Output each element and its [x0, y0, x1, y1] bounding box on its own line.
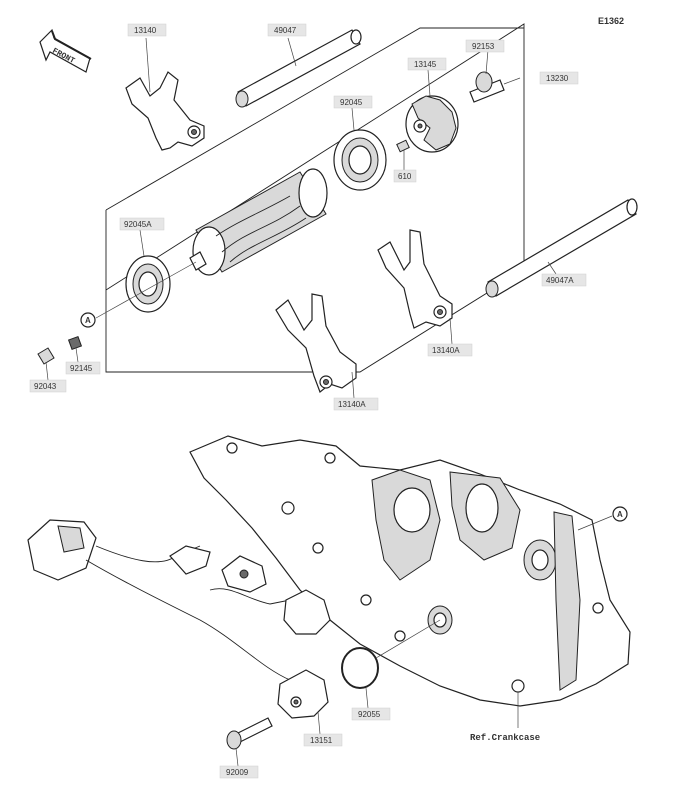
diagram-id: E1362: [598, 16, 624, 26]
shift-rod-49047A: [485, 198, 638, 298]
part-label-13151: 13151: [303, 733, 343, 747]
part-label-610: 610: [393, 169, 417, 183]
part-label-13230: 13230: [539, 71, 579, 85]
o-ring-92055: [341, 619, 441, 709]
plug-92145: [67, 335, 83, 363]
part-label-13140A-right: 13140A: [427, 343, 473, 357]
bearing-92045: [333, 107, 387, 191]
part-label-49047: 49047: [267, 23, 307, 37]
bolt-92153: [469, 49, 521, 103]
shift-fork-13140A-right: [377, 229, 453, 345]
svg-text:13145: 13145: [414, 60, 437, 69]
part-label-92145: 92145: [65, 361, 101, 375]
svg-text:92045: 92045: [340, 98, 363, 107]
pin-610: [396, 139, 410, 170]
svg-text:92055: 92055: [358, 710, 381, 719]
svg-text:610: 610: [398, 172, 412, 181]
drum-cam-13145: [405, 69, 459, 153]
ref-crankcase-label: Ref.Crankcase: [470, 733, 540, 743]
svg-text:92145: 92145: [70, 364, 93, 373]
svg-text:13140A: 13140A: [338, 400, 366, 409]
shift-drum: [189, 168, 328, 276]
part-label-92045A: 92045A: [119, 217, 165, 231]
shift-fork-13140: [125, 37, 205, 151]
wiring-harness: [27, 519, 331, 681]
svg-text:13140A: 13140A: [432, 346, 460, 355]
front-arrow-icon: FRONT: [39, 28, 92, 73]
svg-text:92153: 92153: [472, 42, 495, 51]
part-label-92055: 92055: [351, 707, 391, 721]
sensor-13151: [277, 669, 329, 735]
callout-a-top: A: [80, 261, 197, 328]
svg-text:13140: 13140: [134, 26, 157, 35]
part-label-92045: 92045: [333, 95, 373, 109]
svg-text:13151: 13151: [310, 736, 333, 745]
svg-text:49047: 49047: [274, 26, 297, 35]
shift-fork-13140A-middle: [275, 293, 357, 399]
svg-text:A: A: [617, 510, 623, 519]
svg-text:92009: 92009: [226, 768, 249, 777]
callout-a-bottom: A: [577, 506, 628, 531]
svg-text:92045A: 92045A: [124, 220, 152, 229]
part-label-92043: 92043: [29, 379, 67, 393]
svg-text:13230: 13230: [546, 74, 569, 83]
bolt-92009: [226, 717, 273, 767]
part-label-92009: 92009: [219, 765, 259, 779]
part-label-13140: 13140: [127, 23, 167, 37]
svg-text:A: A: [85, 316, 91, 325]
crankcase: [189, 435, 631, 728]
cap-92043: [37, 347, 55, 381]
part-label-49047A: 49047A: [541, 273, 587, 287]
bearing-92045A: [125, 229, 171, 313]
shift-rod-49047: [235, 29, 362, 108]
svg-text:49047A: 49047A: [546, 276, 574, 285]
part-label-13145: 13145: [407, 57, 447, 71]
svg-text:92043: 92043: [34, 382, 57, 391]
part-label-13140A-middle: 13140A: [333, 397, 379, 411]
part-label-92153: 92153: [465, 39, 505, 53]
